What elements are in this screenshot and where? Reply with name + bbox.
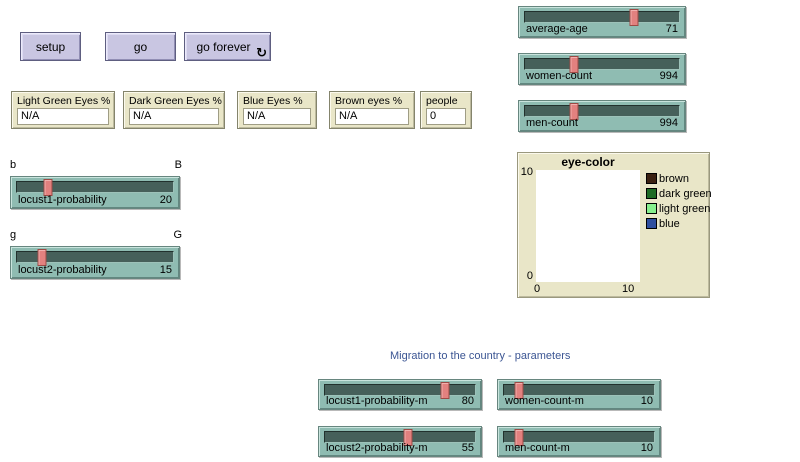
- slider2-min-note: g: [10, 229, 17, 241]
- slider-value: 15: [159, 264, 172, 276]
- go-button-label: go: [133, 39, 148, 54]
- monitor-light-green-eyes: Light Green Eyes % N/A: [11, 91, 115, 129]
- slider-average-age[interactable]: average-age 71: [518, 6, 686, 38]
- slider-label: men-count-m: [505, 442, 570, 454]
- slider1-range-notes: b B: [10, 159, 182, 171]
- monitor-title: Light Green Eyes %: [17, 95, 111, 107]
- legend-label: blue: [659, 217, 680, 230]
- migration-parameters-note: Migration to the country - parameters: [390, 350, 571, 362]
- slider-track[interactable]: [524, 56, 680, 73]
- plot-title: eye-color: [561, 155, 615, 169]
- slider2-max-note: G: [173, 229, 182, 241]
- legend-swatch-blue: [646, 218, 657, 229]
- slider-label: locust2-probability-m: [326, 442, 428, 454]
- y-axis-max-tick: 10: [520, 166, 533, 178]
- setup-button-label: setup: [35, 39, 66, 54]
- slider-track[interactable]: [16, 249, 174, 266]
- slider-label: locust2-probability: [18, 264, 107, 276]
- legend-swatch-dark-green: [646, 188, 657, 199]
- slider-handle[interactable]: [440, 382, 450, 399]
- slider-value: 55: [461, 442, 474, 454]
- slider-track[interactable]: [524, 103, 680, 120]
- slider-women-count-m[interactable]: women-count-m 10: [497, 379, 661, 410]
- slider-label: average-age: [526, 23, 588, 35]
- legend-label: dark green: [659, 187, 712, 200]
- slider1-max-note: B: [174, 159, 182, 171]
- legend-item-light-green: light green: [646, 201, 712, 216]
- slider-label: men-count: [526, 117, 578, 129]
- slider-handle[interactable]: [569, 103, 579, 120]
- slider-handle[interactable]: [629, 9, 639, 26]
- slider-locust1-probability-m[interactable]: locust1-probability-m 80: [318, 379, 482, 410]
- slider-handle[interactable]: [514, 429, 524, 446]
- slider-value: 994: [659, 70, 678, 82]
- monitor-value: 0: [426, 108, 466, 125]
- x-axis-max-tick: 10: [622, 283, 635, 295]
- go-forever-button[interactable]: go forever ↻: [184, 32, 271, 61]
- legend-label: light green: [659, 202, 711, 215]
- y-axis-min-tick: 0: [526, 270, 533, 282]
- slider1-min-note: b: [10, 159, 17, 171]
- legend-swatch-brown: [646, 173, 657, 184]
- monitor-value: N/A: [243, 108, 311, 125]
- slider-locust1-probability[interactable]: locust1-probability 20: [10, 176, 180, 209]
- slider-locust2-probability[interactable]: locust2-probability 15: [10, 246, 180, 279]
- legend-item-brown: brown: [646, 171, 712, 186]
- slider-men-count[interactable]: men-count 994: [518, 100, 686, 132]
- slider-locust2-probability-m[interactable]: locust2-probability-m 55: [318, 426, 482, 457]
- slider-label: locust1-probability: [18, 194, 107, 206]
- slider-label: women-count-m: [505, 395, 584, 407]
- slider-handle[interactable]: [514, 382, 524, 399]
- slider-handle[interactable]: [43, 179, 53, 196]
- monitor-value: N/A: [129, 108, 219, 125]
- monitor-people: people 0: [420, 91, 472, 129]
- slider-track[interactable]: [503, 429, 655, 446]
- slider-handle[interactable]: [37, 249, 47, 266]
- monitor-value: N/A: [17, 108, 109, 125]
- go-button[interactable]: go: [105, 32, 176, 61]
- monitor-brown-eyes: Brown eyes % N/A: [329, 91, 415, 129]
- legend-swatch-light-green: [646, 203, 657, 214]
- slider-value: 10: [640, 395, 653, 407]
- monitor-title: Brown eyes %: [335, 95, 403, 107]
- slider-label: women-count: [526, 70, 593, 82]
- forever-refresh-icon: ↻: [256, 45, 267, 60]
- monitor-dark-green-eyes: Dark Green Eyes % N/A: [123, 91, 225, 129]
- slider-handle[interactable]: [403, 429, 412, 446]
- plot-area: [536, 170, 640, 282]
- legend-item-blue: blue: [646, 216, 712, 231]
- slider-men-count-m[interactable]: men-count-m 10: [497, 426, 661, 457]
- go-forever-button-label: go forever: [196, 39, 251, 54]
- slider-track[interactable]: [324, 382, 476, 399]
- legend-item-dark-green: dark green: [646, 186, 712, 201]
- x-axis-min-tick: 0: [534, 283, 541, 295]
- slider-track[interactable]: [324, 429, 476, 446]
- monitor-title: Blue Eyes %: [243, 95, 303, 107]
- legend-label: brown: [659, 172, 689, 185]
- slider-handle[interactable]: [569, 56, 579, 73]
- slider-track[interactable]: [16, 179, 174, 196]
- plot-legend: brown dark green light green blue: [646, 171, 712, 231]
- slider-label: locust1-probability-m: [326, 395, 428, 407]
- monitor-blue-eyes: Blue Eyes % N/A: [237, 91, 317, 129]
- slider-value: 10: [640, 442, 653, 454]
- slider-track[interactable]: [524, 9, 680, 26]
- monitor-value: N/A: [335, 108, 409, 125]
- slider-women-count[interactable]: women-count 994: [518, 53, 686, 85]
- slider-track[interactable]: [503, 382, 655, 399]
- monitor-title: Dark Green Eyes %: [129, 95, 222, 107]
- slider-value: 71: [665, 23, 678, 35]
- slider-value: 20: [159, 194, 172, 206]
- slider-value: 994: [659, 117, 678, 129]
- slider2-range-notes: g G: [10, 229, 182, 241]
- slider-value: 80: [461, 395, 474, 407]
- setup-button[interactable]: setup: [20, 32, 81, 61]
- monitor-title: people: [426, 95, 458, 107]
- eye-color-plot: eye-color 10 0 0 10 brown dark green lig…: [517, 152, 712, 298]
